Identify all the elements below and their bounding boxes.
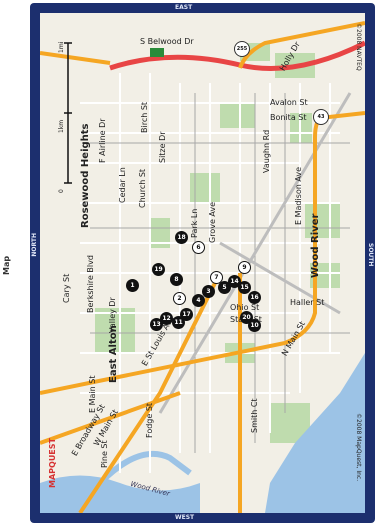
scale-label-mi: 1mi — [58, 41, 65, 53]
highway-road — [40, 51, 111, 65]
scale-bar — [64, 42, 72, 184]
street-f-airline: F Airline Dr — [98, 118, 107, 163]
city-rosewood-heights: Rosewood Heights — [80, 123, 91, 228]
compass-south[interactable]: SOUTH — [367, 243, 374, 267]
city-wood-river: Wood River — [310, 213, 321, 278]
map-marker[interactable]: 13 — [150, 318, 163, 331]
park-area — [95, 308, 135, 353]
street-smith: Smith Ct — [250, 398, 259, 433]
diagonal-road — [158, 92, 352, 414]
street-belwood: S Belwood Dr — [140, 37, 194, 46]
page-title: Map — [2, 255, 11, 275]
map-frame: EAST WEST NORTH SOUTH — [30, 3, 375, 523]
street-cary: Cary St — [62, 273, 71, 303]
street-berkshire: Berkshire Blvd — [86, 255, 95, 313]
copyright-navteq: ©2008 NAVTEQ — [355, 23, 362, 71]
map-marker[interactable]: 3 — [202, 285, 215, 298]
highway-43-shield-icon: 43 — [313, 109, 329, 125]
street-sitze: Sitze Dr — [158, 131, 167, 163]
creek — [97, 450, 192, 486]
map-canvas[interactable]: 1mi 1km 0 255 43 Rosewood Heights East A… — [40, 13, 365, 513]
street-cedar: Cedar Ln — [118, 167, 127, 203]
street-fodge: Fodge St — [145, 402, 154, 438]
scale-label-km: 1km — [58, 119, 65, 133]
highway-road — [40, 391, 181, 445]
map-marker[interactable]: 11 — [172, 316, 185, 329]
scale-label-zero: 0 — [58, 189, 65, 193]
street-bonita: Bonita St — [270, 113, 307, 122]
highway-255-shield-icon: 255 — [234, 41, 250, 57]
map-marker[interactable]: 2 — [173, 292, 186, 305]
street-avalon: Avalon St — [270, 98, 308, 107]
map-marker[interactable]: 15 — [238, 281, 251, 294]
interstate-shield-icon — [150, 48, 164, 57]
map-marker[interactable]: 1 — [126, 279, 139, 292]
diagonal-road — [219, 241, 341, 315]
compass-north[interactable]: NORTH — [31, 233, 38, 257]
street-vaughn: Vaughn Rd — [262, 129, 271, 173]
park-area — [305, 203, 340, 238]
highway-road — [78, 272, 222, 513]
map-marker[interactable]: 6 — [192, 241, 205, 254]
park-area — [150, 218, 170, 248]
street-church: Church St — [138, 168, 147, 208]
street-valley: Valley Dr — [108, 297, 117, 333]
street-ohio: Ohio St — [230, 303, 260, 312]
map-marker[interactable]: 14 — [228, 275, 241, 288]
river-water — [265, 353, 365, 513]
street-birch: Birch St — [140, 101, 149, 133]
map-marker[interactable]: 4 — [192, 294, 205, 307]
compass-west[interactable]: WEST — [175, 514, 195, 521]
map-marker[interactable]: 10 — [248, 319, 261, 332]
map-marker[interactable]: 8 — [170, 273, 183, 286]
street-haller: Haller St — [290, 298, 325, 307]
copyright-mapquest: ©2008 MapQuest, Inc. — [355, 413, 362, 482]
map-marker[interactable]: 18 — [175, 231, 188, 244]
street-pine: Pine St — [100, 440, 109, 468]
street-park: Park Ln — [190, 208, 199, 238]
city-east-alton: East Alton — [108, 325, 119, 383]
street-grove: Grove Ave — [208, 201, 217, 243]
river-water — [40, 475, 200, 513]
mapquest-logo: MAPQUEST — [48, 438, 57, 488]
park-area — [220, 103, 255, 128]
street-e-madison: E Madison Ave — [294, 166, 303, 225]
minor-streets — [90, 93, 350, 453]
map-marker[interactable]: 5 — [218, 281, 231, 294]
map-marker[interactable]: 12 — [160, 312, 173, 325]
map-marker[interactable]: 19 — [152, 263, 165, 276]
map-marker[interactable]: 9 — [238, 261, 251, 274]
map-marker[interactable]: 16 — [248, 291, 261, 304]
compass-east[interactable]: EAST — [175, 4, 193, 11]
highway-road — [238, 21, 365, 69]
map-marker[interactable]: 7 — [210, 271, 223, 284]
